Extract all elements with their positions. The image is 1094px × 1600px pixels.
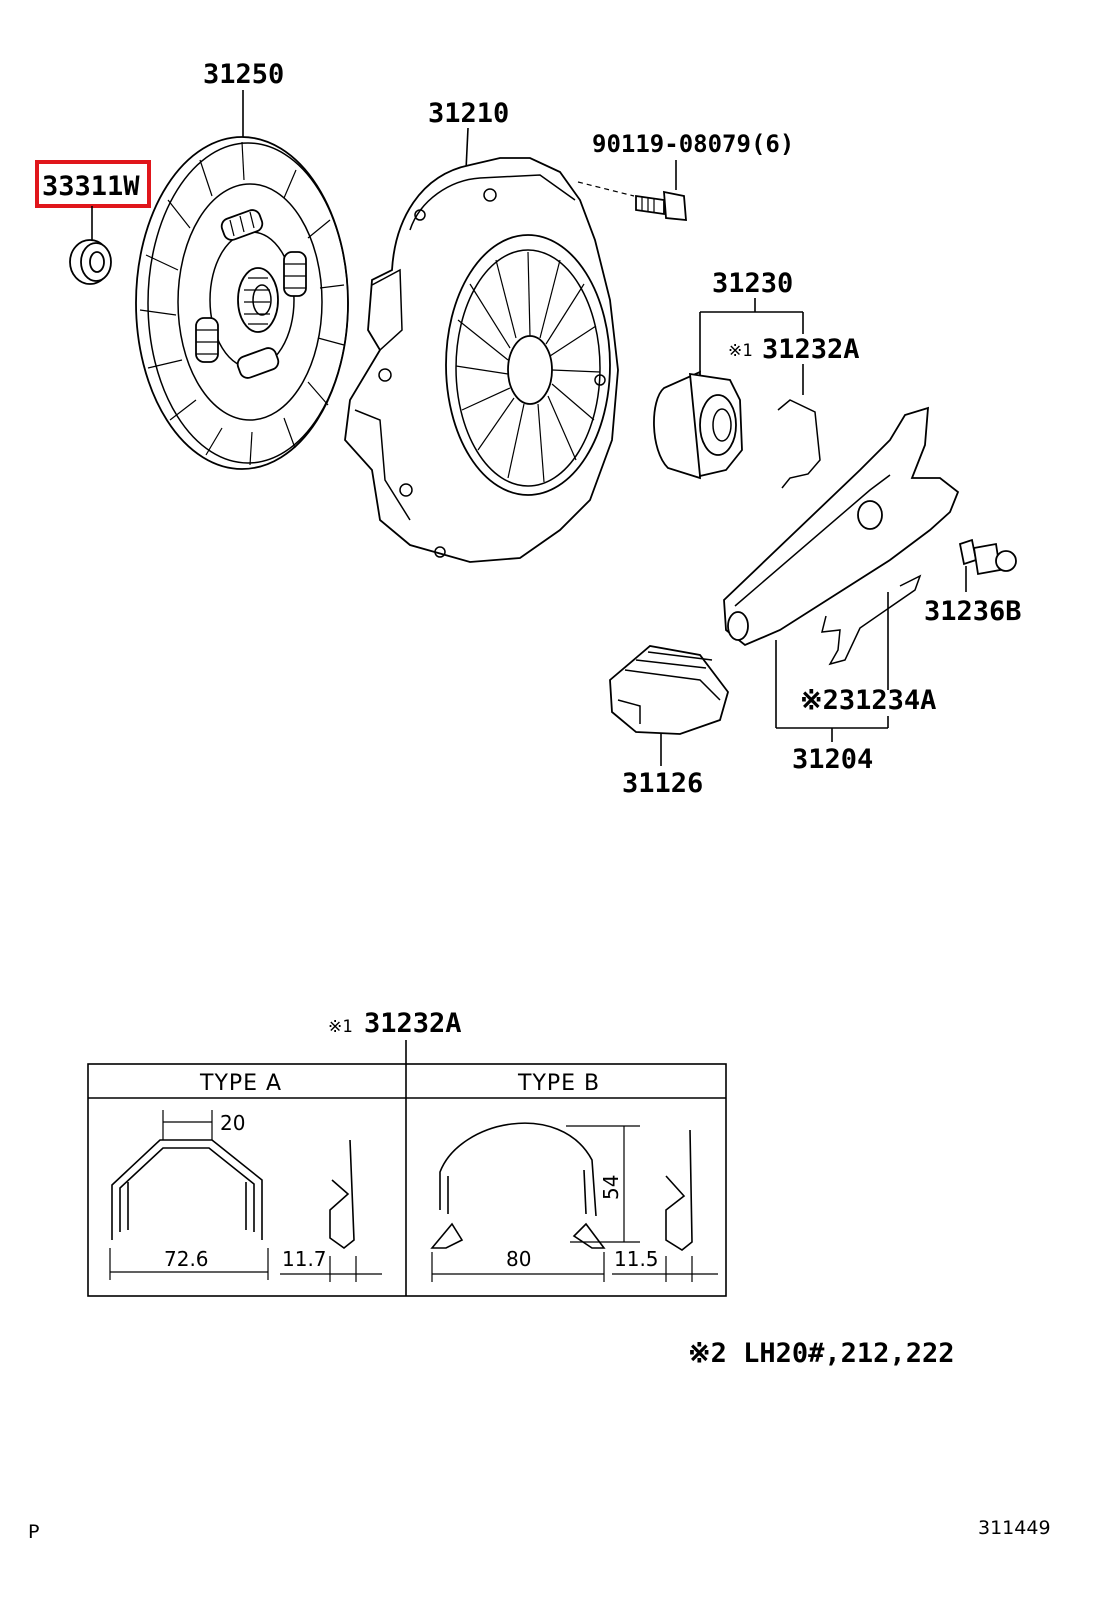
leader-line bbox=[465, 127, 469, 171]
release-clip-icon bbox=[777, 399, 821, 489]
fork-support-icon bbox=[958, 538, 1017, 576]
part-31250-group[interactable]: 31250 bbox=[135, 59, 349, 470]
type-a-dim-side: 11.7 bbox=[282, 1247, 327, 1271]
part-33311w-group[interactable]: 33311W bbox=[35, 160, 151, 285]
detail-mark: ※1 bbox=[328, 1017, 352, 1037]
fork-boot-icon bbox=[609, 645, 729, 735]
type-a-header: TYPE A bbox=[199, 1071, 282, 1096]
part-31204-group[interactable]: 31204 bbox=[775, 640, 889, 775]
part-label-31126[interactable]: 31126 bbox=[622, 768, 703, 799]
type-b-clip-drawing bbox=[430, 1122, 718, 1282]
detail-31232a: ※1 31232A TYPE A TYPE B 20 72.6 11.7 bbox=[87, 1008, 727, 1297]
part-label-bolt[interactable]: 90119-08079(6) bbox=[592, 130, 794, 158]
part-label-31204[interactable]: 31204 bbox=[792, 744, 873, 775]
part-31236b-group[interactable]: 31236B bbox=[924, 538, 1022, 627]
applicability-note: ※2 LH20#,212,222 bbox=[688, 1338, 954, 1369]
detail-table-frame bbox=[87, 1063, 727, 1297]
bolt-icon bbox=[635, 190, 687, 222]
clutch-cover-icon bbox=[344, 157, 619, 563]
footer-left-code: P bbox=[28, 1521, 39, 1543]
type-b-dim-side: 11.5 bbox=[614, 1247, 659, 1271]
type-b-dim-width: 80 bbox=[506, 1247, 531, 1271]
type-b-dim-height: 54 bbox=[599, 1175, 623, 1200]
part-231234a-group[interactable]: ※231234A bbox=[800, 592, 936, 716]
part-31232a-group[interactable]: ※1 31232A bbox=[728, 334, 860, 489]
part-mark-31232a: ※1 bbox=[728, 341, 752, 361]
detail-title: 31232A bbox=[364, 1008, 462, 1039]
part-label-231234a[interactable]: ※231234A bbox=[800, 685, 936, 716]
part-label-31230[interactable]: 31230 bbox=[712, 268, 793, 299]
part-31230-group[interactable]: 31230 bbox=[653, 268, 804, 480]
part-label-31250[interactable]: 31250 bbox=[203, 59, 284, 90]
type-a-clip-drawing bbox=[109, 1110, 382, 1282]
release-bearing-icon bbox=[653, 370, 743, 480]
part-31126-group[interactable]: 31126 bbox=[609, 645, 729, 799]
figure-number: 311449 bbox=[978, 1517, 1051, 1539]
part-bolt-group[interactable]: 90119-08079(6) bbox=[592, 130, 794, 222]
part-label-33311w[interactable]: 33311W bbox=[42, 171, 140, 202]
part-31210-group[interactable]: 31210 bbox=[344, 98, 635, 563]
highlight-box bbox=[35, 160, 151, 208]
pilot-bearing-icon bbox=[69, 239, 112, 285]
part-label-31232a[interactable]: 31232A bbox=[762, 334, 860, 365]
type-a-dim-width: 72.6 bbox=[164, 1247, 209, 1271]
release-fork-icon bbox=[723, 406, 960, 666]
type-b-header: TYPE B bbox=[517, 1071, 600, 1096]
part-label-31210[interactable]: 31210 bbox=[428, 98, 509, 129]
type-a-dim-top: 20 bbox=[220, 1111, 245, 1135]
leader-line bbox=[577, 181, 635, 197]
clutch-disc-icon bbox=[135, 136, 349, 470]
part-label-31236b[interactable]: 31236B bbox=[924, 596, 1022, 627]
